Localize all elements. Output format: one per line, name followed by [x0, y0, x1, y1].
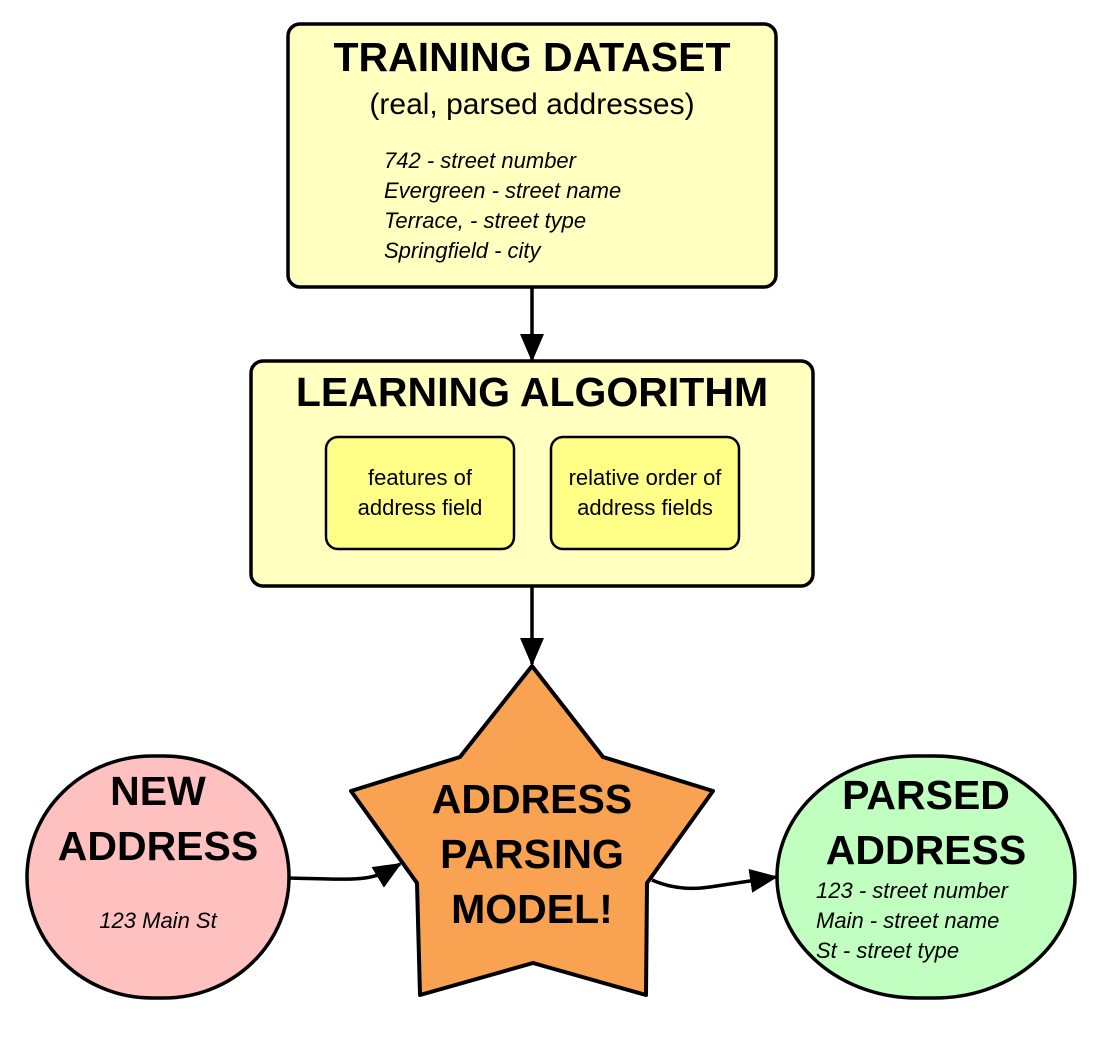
parsed-address-line: PARSED	[842, 772, 1010, 818]
features-label: features of address field	[326, 463, 514, 523]
parsed-field: Main - street name	[816, 908, 1000, 933]
model-label: ADDRESS PARSING MODEL!	[400, 772, 664, 937]
training-examples: 742 - street number Evergreen - street n…	[384, 146, 621, 266]
new-address-line: NEW	[110, 768, 206, 814]
model-line: MODEL!	[451, 886, 613, 932]
new-address-example: 123 Main St	[99, 908, 217, 933]
training-line: Terrace, - street type	[384, 208, 587, 233]
features-line: features of	[368, 465, 472, 490]
model-line: PARSING	[440, 831, 624, 877]
relative-order-line: relative order of	[568, 465, 722, 490]
parsed-address-fields: 123 - street number Main - street name S…	[816, 876, 1008, 966]
training-line: Evergreen - street name	[384, 178, 622, 203]
features-box	[324, 435, 516, 551]
parsed-field: St - street type	[816, 938, 960, 963]
training-line: 742 - street number	[384, 148, 576, 173]
relative-order-label: relative order of address fields	[551, 463, 739, 523]
training-line: Springfield - city	[384, 238, 541, 263]
learning-title: LEARNING ALGORITHM	[295, 369, 769, 415]
training-subtitle: (real, parsed addresses)	[369, 88, 695, 121]
features-line: address field	[357, 495, 483, 520]
model-star	[349, 664, 715, 997]
parsed-address-title: PARSED ADDRESS	[777, 768, 1075, 878]
new-address-node	[25, 754, 291, 1000]
relative-order-box	[549, 435, 741, 551]
arrow-model-to-parsed	[651, 869, 778, 893]
relative-order-line: address fields	[577, 495, 713, 520]
arrow-new-to-model	[288, 862, 402, 888]
new-address-title: NEW ADDRESS	[27, 764, 289, 874]
parsed-field: 123 - street number	[816, 878, 1008, 903]
new-address-line: ADDRESS	[57, 823, 259, 869]
parsed-address-line: ADDRESS	[825, 827, 1027, 873]
model-line: ADDRESS	[431, 776, 633, 822]
training-title: TRAINING DATASET	[333, 34, 731, 80]
